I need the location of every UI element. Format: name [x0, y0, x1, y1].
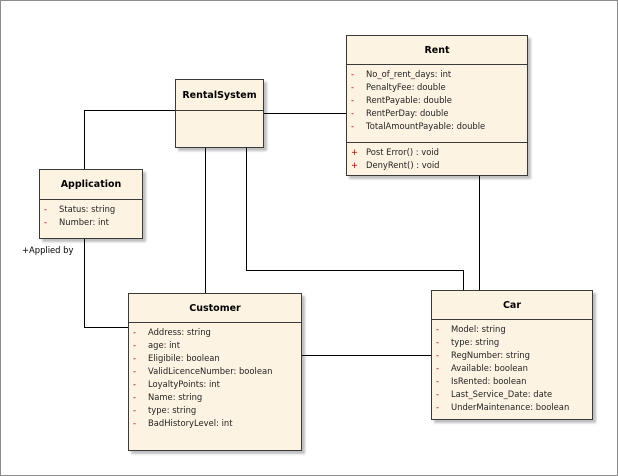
link-application-customer[interactable] — [84, 239, 129, 328]
visibility-marker: - — [351, 95, 355, 105]
attribute-section: - Model: string - type: string - RegNumber:… — [432, 319, 592, 416]
attribute-text: Number: int — [59, 217, 109, 227]
operation-text: Post Error() : void — [366, 147, 440, 157]
class-name: Application — [60, 179, 122, 190]
class-rental-system[interactable]: RentalSystem — [175, 79, 264, 148]
attribute-text: RentPerDay: double — [366, 108, 449, 118]
visibility-marker: + — [351, 160, 359, 170]
attribute-text: age: int — [148, 340, 181, 350]
visibility-marker: + — [351, 147, 359, 157]
visibility-marker: - — [436, 402, 440, 412]
attribute-row[interactable]: - Number: int — [40, 216, 142, 229]
visibility-marker: - — [351, 69, 355, 79]
visibility-marker: - — [351, 108, 355, 118]
attribute-text: UnderMaintenance: boolean — [451, 402, 570, 412]
attribute-text: Available: boolean — [451, 363, 528, 373]
visibility-marker: - — [436, 376, 440, 386]
attribute-row[interactable]: - TotalAmountPayable: double — [347, 120, 527, 133]
attribute-row[interactable]: - RegNumber: string — [432, 349, 592, 362]
visibility-marker: - — [351, 82, 355, 92]
attribute-section: - Status: string - Number: int — [40, 199, 142, 231]
class-customer[interactable]: Customer - Address: string - age: int - Eli… — [128, 293, 302, 451]
visibility-marker: - — [133, 340, 137, 350]
attribute-text: IsRented: boolean — [451, 376, 527, 386]
class-name: Customer — [189, 302, 241, 314]
attribute-row[interactable]: - Address: string — [129, 326, 301, 339]
attribute-section — [176, 110, 263, 147]
attribute-text: Eligibile: boolean — [148, 353, 220, 363]
attribute-row[interactable]: - RentPayable: double — [347, 94, 527, 107]
operation-section: + Post Error() : void + DenyRent() : void — [347, 142, 527, 174]
attribute-row[interactable]: - Status: string — [40, 203, 142, 216]
visibility-marker: - — [436, 389, 440, 399]
attribute-row[interactable]: - age: int — [129, 339, 301, 352]
operation-row[interactable]: + DenyRent() : void — [347, 159, 527, 172]
attribute-row[interactable]: - type: string — [432, 336, 592, 349]
link-rentalsystem-car[interactable] — [246, 148, 464, 290]
attribute-text: PenaltyFee: double — [366, 82, 446, 92]
attribute-text: Status: string — [59, 204, 116, 214]
attribute-row[interactable]: - IsRented: boolean — [432, 375, 592, 388]
visibility-marker: - — [133, 405, 137, 415]
attribute-row[interactable]: - Name: string — [129, 391, 301, 404]
operation-row[interactable]: + Post Error() : void — [347, 146, 527, 159]
visibility-marker: - — [133, 379, 137, 389]
class-car[interactable]: Car - Model: string - type: string - RegNum… — [431, 290, 593, 420]
class-name: RentalSystem — [182, 89, 257, 101]
role-label-applied-by: +Applied by — [22, 245, 74, 255]
attribute-text: Name: string — [148, 392, 203, 402]
attribute-text: BadHistoryLevel: int — [148, 418, 233, 428]
class-rent[interactable]: Rent - No_of_rent_days: int - PenaltyFee: … — [346, 35, 528, 176]
attribute-row[interactable]: - Available: boolean — [432, 362, 592, 375]
attribute-text: Model: string — [451, 324, 506, 334]
attribute-text: LoyaltyPoints: int — [148, 379, 220, 389]
visibility-marker: - — [133, 392, 137, 402]
visibility-marker: - — [133, 418, 137, 428]
attribute-section: - Address: string - age: int - Eligibile: b… — [129, 322, 301, 432]
attribute-row[interactable]: - UnderMaintenance: boolean — [432, 401, 592, 414]
class-application[interactable]: Application - Status: string - Number: int — [39, 169, 143, 239]
attribute-row[interactable]: - PenaltyFee: double — [347, 81, 527, 94]
class-name: Rent — [424, 44, 450, 56]
attribute-row[interactable]: - RentPerDay: double — [347, 107, 527, 120]
visibility-marker: - — [44, 204, 48, 214]
link-rentalsystem-application[interactable] — [84, 110, 177, 171]
attribute-row[interactable]: - Model: string — [432, 323, 592, 336]
visibility-marker: - — [44, 217, 48, 227]
visibility-marker: - — [436, 337, 440, 347]
operation-text: DenyRent() : void — [366, 160, 440, 170]
attribute-text: ValidLicenceNumber: boolean — [148, 366, 273, 376]
attribute-row[interactable]: - No_of_rent_days: int — [347, 68, 527, 81]
class-name: Car — [502, 299, 522, 311]
attribute-text: type: string — [148, 405, 197, 415]
attribute-text: type: string — [451, 337, 500, 347]
visibility-marker: - — [436, 363, 440, 373]
attribute-text: TotalAmountPayable: double — [366, 121, 486, 131]
visibility-marker: - — [133, 353, 137, 363]
visibility-marker: - — [436, 324, 440, 334]
attribute-row[interactable]: - LoyaltyPoints: int — [129, 378, 301, 391]
attribute-text: Last_Service_Date: date — [451, 389, 553, 399]
attribute-row[interactable]: - Last_Service_Date: date — [432, 388, 592, 401]
attribute-row[interactable]: - type: string — [129, 404, 301, 417]
attribute-section: - No_of_rent_days: int - PenaltyFee: doubl… — [347, 64, 527, 142]
attribute-row[interactable]: - ValidLicenceNumber: boolean — [129, 365, 301, 378]
attribute-text: No_of_rent_days: int — [366, 69, 452, 79]
visibility-marker: - — [436, 350, 440, 360]
attribute-row[interactable]: - BadHistoryLevel: int — [129, 417, 301, 430]
visibility-marker: - — [351, 121, 355, 131]
visibility-marker: - — [133, 327, 137, 337]
visibility-marker: - — [133, 366, 137, 376]
attribute-text: Address: string — [148, 327, 211, 337]
attribute-text: RegNumber: string — [451, 350, 530, 360]
attribute-text: RentPayable: double — [366, 95, 452, 105]
attribute-row[interactable]: - Eligibile: boolean — [129, 352, 301, 365]
